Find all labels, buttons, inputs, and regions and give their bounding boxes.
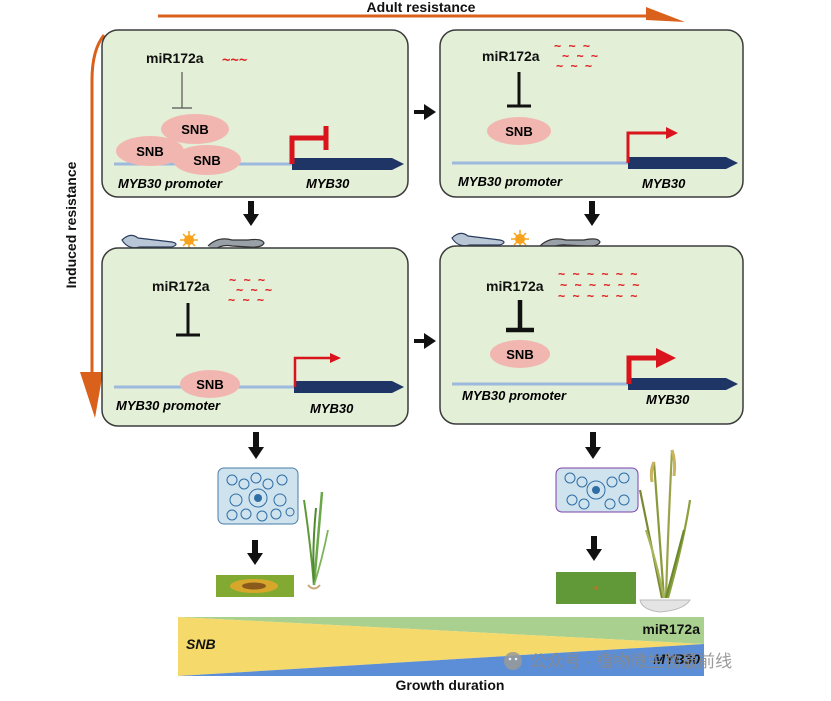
snb-protein xyxy=(490,340,550,368)
snb-label: SNB xyxy=(136,144,163,159)
bacterium-icon xyxy=(121,234,177,249)
gene-label: MYB30 xyxy=(642,176,686,191)
mirna-label: miR172a xyxy=(152,278,210,294)
mirna-squiggles: ~ ~ ~ xyxy=(562,49,598,63)
arrow-down-icon xyxy=(584,201,600,226)
gene-arrow xyxy=(292,158,404,170)
mirna-squiggles: ~~~ xyxy=(222,52,247,68)
arrow-down-icon xyxy=(586,536,602,561)
panel-top-left: miR172a ~~~ SNB SNB SNB MYB30 promoter M… xyxy=(101,29,409,198)
mirna-squiggles: ~ ~ ~ xyxy=(229,273,265,287)
arrow-down-icon xyxy=(243,201,259,226)
gene-label: MYB30 xyxy=(310,401,354,416)
mirna-squiggles: ~ ~ ~ ~ ~ ~ xyxy=(560,278,639,292)
snb-label: SNB xyxy=(196,377,223,392)
watermark-text: 公众号 · 植物微生物最前线 xyxy=(530,652,732,671)
mirna-squiggles: ~ ~ ~ xyxy=(554,39,590,53)
promoter-label: MYB30 promoter xyxy=(116,398,221,413)
snb-protein xyxy=(173,145,241,175)
gene-arrow xyxy=(294,381,404,393)
wechat-icon xyxy=(504,652,522,670)
mirna-label: miR172a xyxy=(486,278,544,294)
promoter-label: MYB30 promoter xyxy=(462,388,567,403)
snb-label: SNB xyxy=(181,122,208,137)
arrow-right-icon xyxy=(414,104,436,120)
gene-label: MYB30 xyxy=(646,392,690,407)
leaf-cross-section-image xyxy=(217,467,299,525)
snb-gradient-label: SNB xyxy=(186,636,216,652)
induced-resistance-arrow: Induced resistance xyxy=(63,34,106,418)
mirna-squiggles: ~ ~ ~ ~ ~ ~ xyxy=(558,267,637,281)
panel-bottom-right: miR172a ~ ~ ~ ~ ~ ~ ~ ~ ~ ~ ~ ~ ~ ~ ~ ~ … xyxy=(439,245,744,425)
snb-protein xyxy=(161,114,229,144)
tss-strong-arrow xyxy=(626,355,660,384)
healthy-leaf-image xyxy=(556,572,636,604)
arrow-down-icon xyxy=(248,432,264,459)
mirna-squiggles: ~ ~ ~ xyxy=(236,283,272,297)
tss-blocked-symbol xyxy=(289,135,324,164)
tss-active-arrow xyxy=(293,356,332,387)
arrow-down-icon xyxy=(585,432,601,459)
arrow-down-icon xyxy=(247,540,263,565)
plant-small-image xyxy=(303,491,329,590)
growth-duration-label: Growth duration xyxy=(396,677,505,693)
fungus-icon xyxy=(539,238,601,251)
plant-adult-image xyxy=(638,449,692,613)
tss-active-arrow xyxy=(626,131,668,163)
mirna-label: miR172a xyxy=(146,50,204,66)
bacterium-icon xyxy=(451,232,505,247)
gene-label: MYB30 xyxy=(306,176,350,191)
watermark: 公众号 · 植物微生物最前线 xyxy=(504,652,732,671)
arrow-right-icon xyxy=(414,333,436,349)
snb-label: SNB xyxy=(505,124,532,139)
mirna-squiggles: ~ ~ ~ xyxy=(556,59,592,73)
myb30-gradient-label: MYB30 xyxy=(653,651,700,667)
panel-bottom-left: miR172a ~ ~ ~ ~ ~ ~ ~ ~ ~ SNB MYB30 prom… xyxy=(101,247,409,427)
adult-resistance-arrow: Adult resistance xyxy=(158,0,685,22)
mirna-label: miR172a xyxy=(482,48,540,64)
gene-arrow xyxy=(628,157,738,169)
snb-protein xyxy=(116,136,184,166)
mirna-squiggles: ~ ~ ~ ~ ~ ~ xyxy=(558,289,637,303)
infected-leaf-image xyxy=(216,575,294,597)
induced-resistance-label: Induced resistance xyxy=(63,161,79,288)
promoter-label: MYB30 promoter xyxy=(458,174,563,189)
mirna-gradient-label: miR172a xyxy=(642,621,700,637)
mirna-squiggles: ~ ~ ~ xyxy=(228,293,264,307)
fungus-icon xyxy=(207,238,265,251)
snb-label: SNB xyxy=(193,153,220,168)
growth-gradient: SNB miR172a MYB30 Growth duration xyxy=(178,617,704,693)
leaf-cross-section-image xyxy=(555,467,639,513)
promoter-label: MYB30 promoter xyxy=(118,176,223,191)
snb-protein xyxy=(487,117,551,145)
snb-label: SNB xyxy=(506,347,533,362)
gene-arrow xyxy=(628,378,738,390)
panel-top-right: miR172a ~ ~ ~ ~ ~ ~ ~ ~ ~ SNB MYB30 prom… xyxy=(439,29,744,198)
snb-protein xyxy=(180,370,240,398)
adult-resistance-label: Adult resistance xyxy=(367,0,476,15)
